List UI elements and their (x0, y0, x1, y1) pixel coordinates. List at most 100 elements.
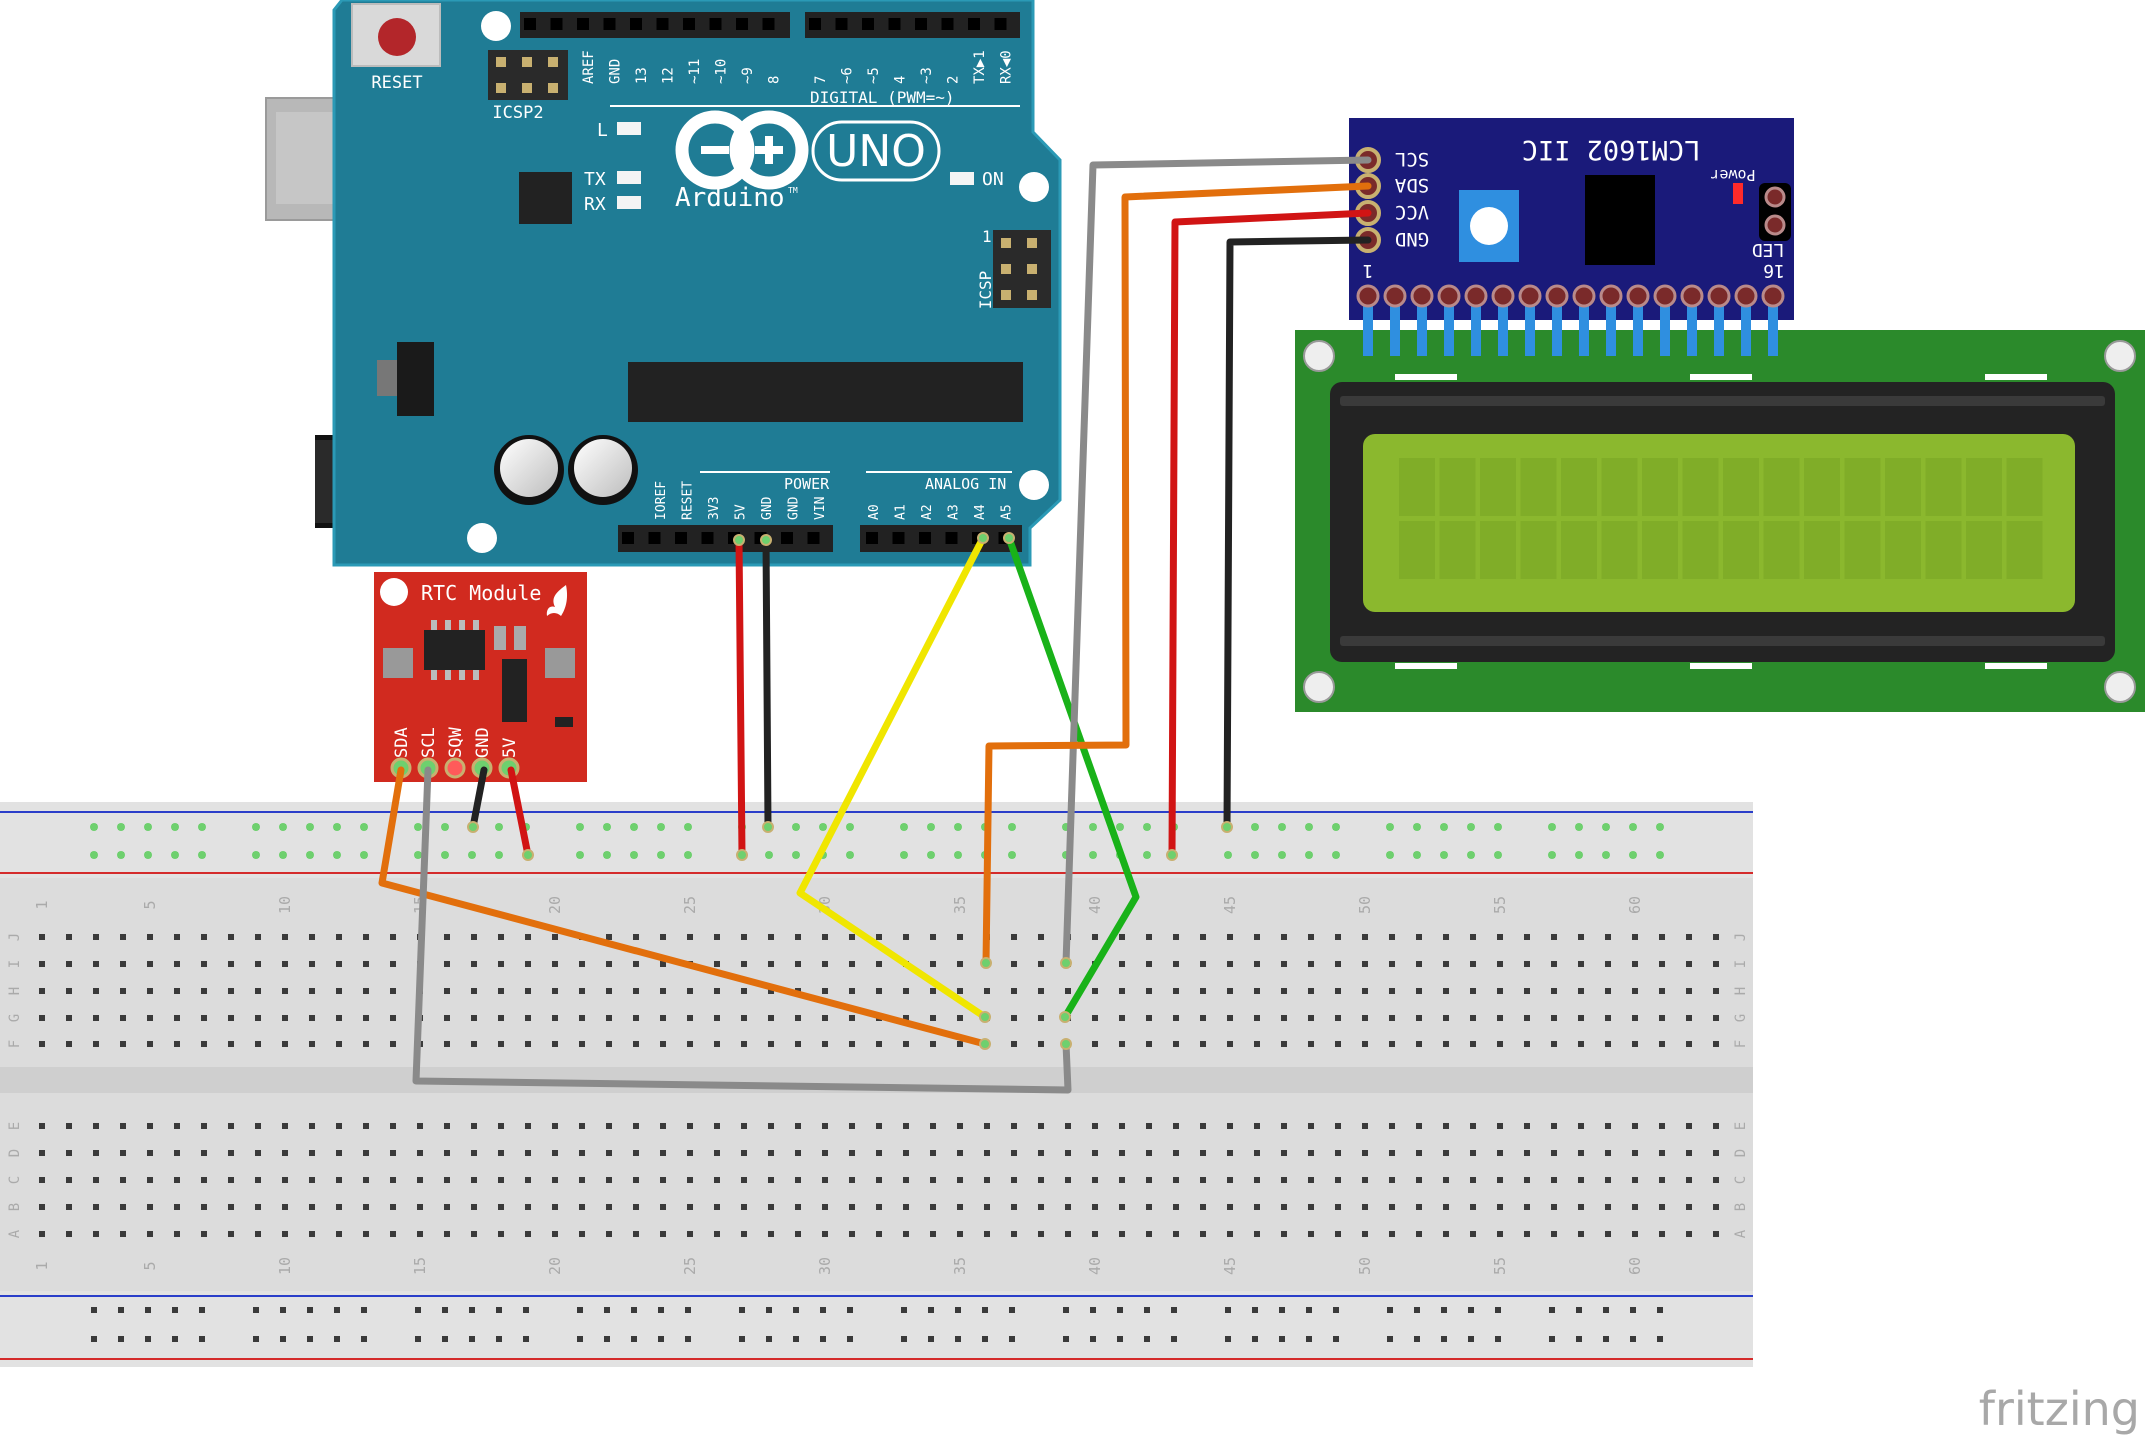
breadboard-hole[interactable] (876, 1150, 882, 1156)
breadboard-hole[interactable] (633, 988, 639, 994)
breadboard-hole[interactable] (687, 1123, 693, 1129)
breadboard-hole[interactable] (1416, 1015, 1422, 1021)
breadboard-hole[interactable] (1281, 1177, 1287, 1183)
breadboard-hole[interactable] (1092, 934, 1098, 940)
breadboard-hole[interactable] (660, 1015, 666, 1021)
power-pin-hole[interactable] (675, 532, 687, 544)
breadboard-hole[interactable] (390, 1041, 396, 1047)
breadboard-hole[interactable] (768, 988, 774, 994)
breadboard-hole[interactable] (336, 988, 342, 994)
breadboard-hole[interactable] (309, 1041, 315, 1047)
breadboard-hole[interactable] (255, 1150, 261, 1156)
breadboard-hole[interactable] (849, 1231, 855, 1237)
breadboard-hole[interactable] (768, 1204, 774, 1210)
breadboard-hole[interactable] (633, 1123, 639, 1129)
breadboard-hole[interactable] (1335, 988, 1341, 994)
breadboard-hole[interactable] (1416, 1177, 1422, 1183)
breadboard-hole[interactable] (1146, 1041, 1152, 1047)
breadboard-hole[interactable] (552, 1150, 558, 1156)
breadboard-hole[interactable] (1713, 1015, 1719, 1021)
breadboard-hole[interactable] (1524, 1150, 1530, 1156)
rail-hole[interactable] (523, 1307, 529, 1313)
breadboard-hole[interactable] (1578, 934, 1584, 940)
breadboard-hole[interactable] (1038, 1231, 1044, 1237)
breadboard-hole[interactable] (309, 988, 315, 994)
breadboard-hole[interactable] (1578, 961, 1584, 967)
breadboard-hole[interactable] (930, 1204, 936, 1210)
analog-pin-hole[interactable] (866, 532, 878, 544)
rail-hole[interactable] (145, 1307, 151, 1313)
breadboard-hole[interactable] (1146, 1231, 1152, 1237)
breadboard-hole[interactable] (741, 1204, 747, 1210)
breadboard-hole[interactable] (687, 1041, 693, 1047)
breadboard-hole[interactable] (1443, 961, 1449, 967)
breadboard-hole[interactable] (741, 1123, 747, 1129)
breadboard-hole[interactable] (822, 1015, 828, 1021)
breadboard-hole[interactable] (606, 1204, 612, 1210)
breadboard-hole[interactable] (984, 1177, 990, 1183)
rail-hole[interactable] (685, 1336, 691, 1342)
breadboard-hole[interactable] (687, 1015, 693, 1021)
breadboard-hole[interactable] (1713, 1123, 1719, 1129)
rail-hole[interactable] (523, 1336, 529, 1342)
breadboard-hole[interactable] (606, 1041, 612, 1047)
breadboard-hole[interactable] (1497, 1231, 1503, 1237)
breadboard-hole[interactable] (1659, 1041, 1665, 1047)
breadboard-hole[interactable] (1524, 1015, 1530, 1021)
breadboard-hole[interactable] (390, 988, 396, 994)
breadboard-hole[interactable] (1578, 1015, 1584, 1021)
breadboard-hole[interactable] (660, 1231, 666, 1237)
breadboard-hole[interactable] (930, 988, 936, 994)
breadboard-hole[interactable] (1686, 1150, 1692, 1156)
digital-pin-hole[interactable] (577, 18, 589, 30)
breadboard-hole[interactable] (1038, 1177, 1044, 1183)
breadboard-hole[interactable] (1659, 1015, 1665, 1021)
breadboard-hole[interactable] (1011, 1041, 1017, 1047)
breadboard-hole[interactable] (471, 1015, 477, 1021)
breadboard-hole[interactable] (1119, 934, 1125, 940)
breadboard-hole[interactable] (1227, 961, 1233, 967)
breadboard-hole[interactable] (768, 961, 774, 967)
breadboard-hole[interactable] (66, 1015, 72, 1021)
breadboard-hole[interactable] (174, 961, 180, 967)
breadboard-hole[interactable] (1659, 1177, 1665, 1183)
breadboard-hole[interactable] (1686, 1177, 1692, 1183)
breadboard-hole[interactable] (1416, 988, 1422, 994)
breadboard-hole[interactable] (255, 1123, 261, 1129)
breadboard-hole[interactable] (1092, 988, 1098, 994)
rail-hole[interactable] (631, 1307, 637, 1313)
rail-hole[interactable] (1468, 1336, 1474, 1342)
rail-hole[interactable] (1117, 1307, 1123, 1313)
breadboard-hole[interactable] (120, 1231, 126, 1237)
breadboard-hole[interactable] (1686, 1015, 1692, 1021)
breadboard-hole[interactable] (201, 1123, 207, 1129)
breadboard-hole[interactable] (228, 934, 234, 940)
digital-pin-hole[interactable] (656, 18, 669, 30)
breadboard-hole[interactable] (1470, 988, 1476, 994)
breadboard-hole[interactable] (1173, 1177, 1179, 1183)
breadboard-hole[interactable] (714, 1123, 720, 1129)
rail-hole[interactable] (415, 1336, 421, 1342)
breadboard-hole[interactable] (1713, 1041, 1719, 1047)
breadboard-hole[interactable] (525, 1041, 531, 1047)
breadboard-hole[interactable] (957, 1015, 963, 1021)
rail-hole[interactable] (91, 1336, 97, 1342)
breadboard-hole[interactable] (957, 934, 963, 940)
breadboard-hole[interactable] (471, 1123, 477, 1129)
breadboard-hole[interactable] (1065, 988, 1071, 994)
breadboard-hole[interactable] (1524, 988, 1530, 994)
breadboard-hole[interactable] (39, 1177, 45, 1183)
digital-pin-hole[interactable] (550, 18, 563, 30)
breadboard-hole[interactable] (1551, 1041, 1557, 1047)
breadboard-hole[interactable] (174, 934, 180, 940)
breadboard-hole[interactable] (1659, 1231, 1665, 1237)
breadboard-hole[interactable] (1497, 1204, 1503, 1210)
rail-hole[interactable] (1603, 1307, 1609, 1313)
breadboard-hole[interactable] (1227, 1204, 1233, 1210)
breadboard-hole[interactable] (1254, 1204, 1260, 1210)
rail-hole[interactable] (1441, 1336, 1447, 1342)
breadboard-hole[interactable] (1308, 1204, 1314, 1210)
breadboard-hole[interactable] (1065, 1231, 1071, 1237)
breadboard-hole[interactable] (1038, 988, 1044, 994)
analog-pin-hole[interactable] (919, 532, 931, 544)
